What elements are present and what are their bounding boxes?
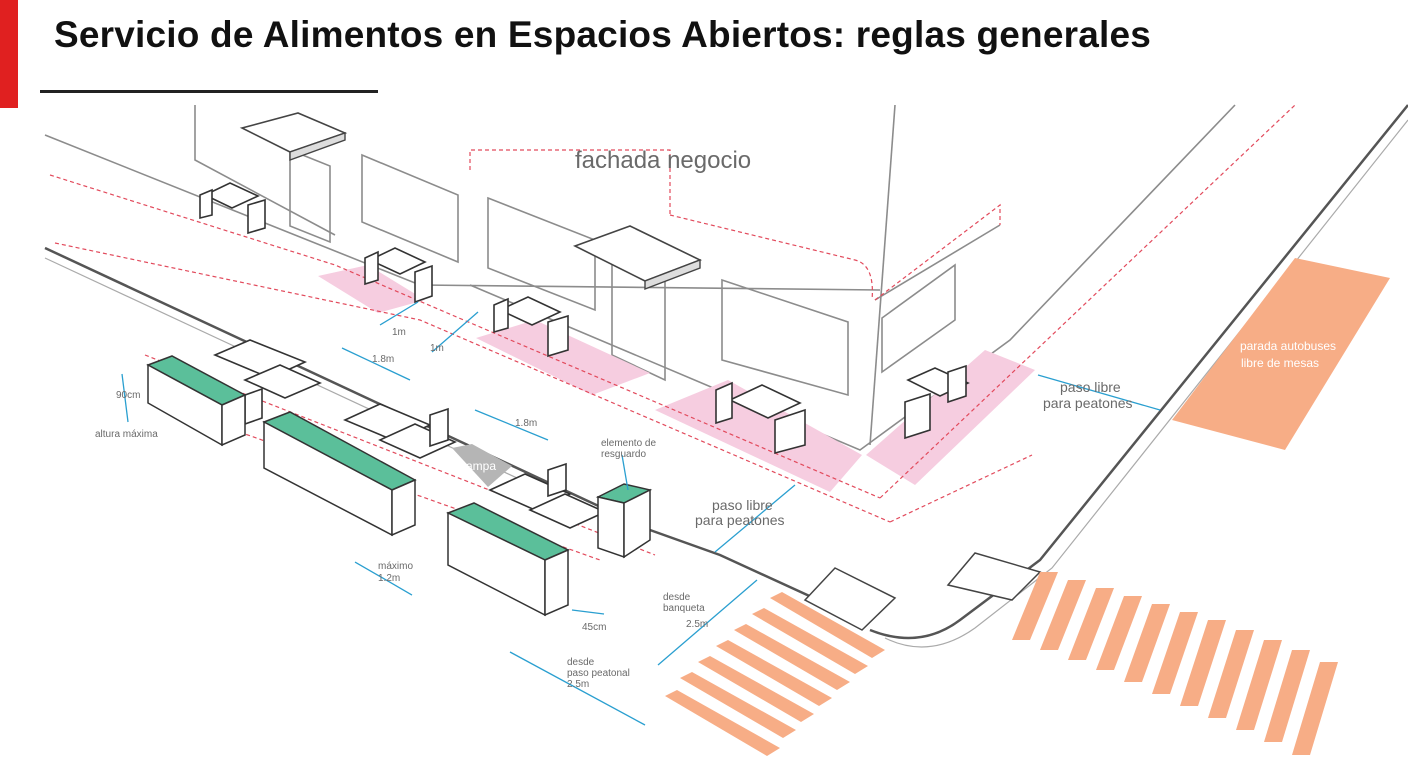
curb (44, 104, 1408, 648)
table-set (715, 381, 806, 455)
table-set (493, 296, 569, 358)
ramp: rampa (452, 444, 512, 487)
paso-libre-label-a1: paso libre (1060, 379, 1121, 395)
desde-peatonal-2: paso peatonal (567, 668, 630, 679)
paso-libre-label-b1: paso libre (712, 497, 773, 513)
table-zones (318, 265, 1035, 492)
altura-maxima-label: altura máxima (95, 429, 158, 440)
desde-peatonal-3: 2.5m (567, 679, 589, 690)
accent-bar (0, 0, 18, 108)
dim-90cm: 90cm (116, 390, 140, 401)
crosswalk-right (1012, 572, 1338, 755)
title-underline (40, 90, 378, 93)
maximo-label-2: 1.2m (378, 573, 400, 584)
table-set (343, 403, 457, 459)
bus-stop-label-2: libre de mesas (1241, 356, 1319, 370)
planter (446, 502, 570, 617)
dim-1m-a: 1m (392, 327, 406, 338)
bus-stop-zone: parada autobuses libre de mesas (1172, 258, 1390, 450)
awning-right (572, 225, 703, 291)
table-set (904, 364, 970, 440)
paso-libre-label-b2: para peatones (695, 512, 785, 528)
building (44, 104, 1236, 451)
table-set (199, 182, 266, 235)
street-diagram: parada autobuses libre de mesas (44, 104, 1408, 756)
dim-1-8m-b: 1.8m (515, 418, 537, 429)
awning-left (239, 112, 348, 161)
planter-resguardo (595, 483, 653, 559)
bus-stop-label-1: parada autobuses (1240, 339, 1336, 353)
planter (146, 355, 247, 447)
desde-peatonal-1: desde (567, 657, 595, 668)
page-title: Servicio de Alimentos en Espacios Abiert… (54, 14, 1152, 55)
desde-banqueta-2: banqueta (663, 603, 705, 614)
paso-libre-label-a2: para peatones (1043, 395, 1133, 411)
table-set (488, 462, 607, 529)
elemento-label-1: elemento de (601, 438, 656, 449)
desde-banqueta-1: desde (663, 592, 691, 603)
dimension-lines (121, 301, 1161, 726)
facade-label: fachada negocio (575, 147, 751, 174)
dim-1-8m-a: 1.8m (372, 354, 394, 365)
dim-45cm: 45cm (582, 622, 606, 633)
maximo-label-1: máximo (378, 561, 413, 572)
dim-1m-b: 1m (430, 343, 444, 354)
elemento-label-2: resguardo (601, 449, 646, 460)
ramp-label: rampa (462, 459, 496, 473)
crosswalk-left (665, 592, 885, 756)
table-set (364, 247, 433, 304)
planter (262, 411, 417, 537)
desde-banqueta-3: 2.5m (686, 619, 708, 630)
